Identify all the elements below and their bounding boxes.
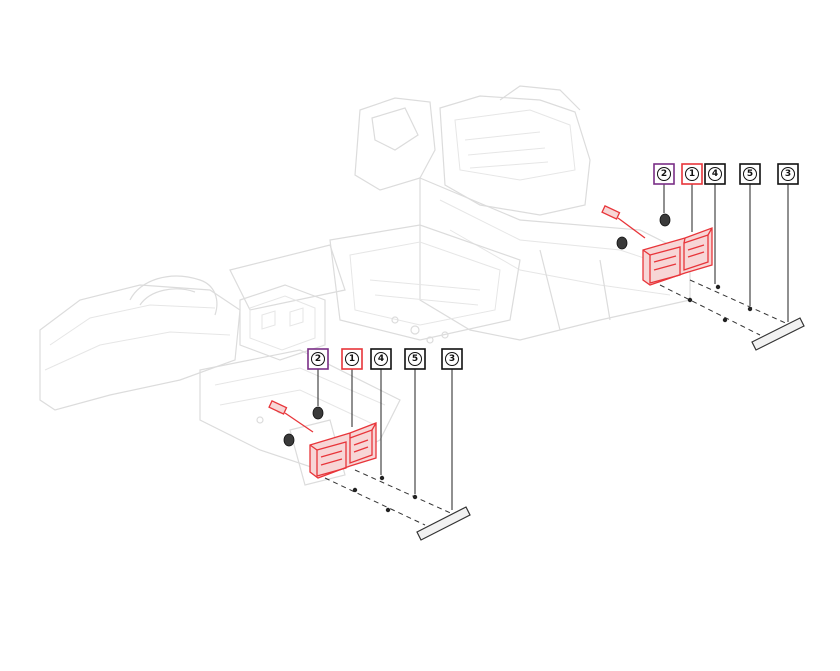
callout-left-4: 4 [370, 348, 392, 370]
right-screw-4-upper [715, 284, 721, 290]
callout-left-2: 2 [307, 348, 329, 370]
callout-right-3: 3 [777, 163, 799, 185]
right-reflector-plate [751, 317, 805, 351]
left-lamp-assembly [268, 369, 471, 541]
right-callouts: 2 1 4 5 3 [653, 163, 799, 185]
left-screw-4-lower [352, 487, 358, 493]
right-screw-4-lower [687, 297, 693, 303]
right-nut-lower [616, 236, 628, 250]
callout-right-1: 1 [681, 163, 703, 185]
left-callouts: 2 1 4 5 3 [307, 348, 463, 370]
callout-right-2: 2 [653, 163, 675, 185]
vehicle-chassis-ghost [39, 85, 691, 486]
svg-text:4: 4 [378, 354, 384, 364]
right-connector-pigtail [601, 205, 646, 239]
right-nut-upper [659, 213, 671, 227]
svg-text:2: 2 [315, 354, 321, 364]
left-tail-lamp [309, 422, 377, 479]
callout-left-1: 1 [341, 348, 363, 370]
left-nut-upper [312, 406, 324, 420]
callout-left-5: 5 [404, 348, 426, 370]
left-nut-lower [283, 433, 295, 447]
callout-right-4: 4 [704, 163, 726, 185]
svg-text:4: 4 [712, 169, 718, 179]
svg-text:1: 1 [689, 169, 695, 179]
svg-text:3: 3 [449, 354, 455, 364]
callout-left-3: 3 [441, 348, 463, 370]
left-washer-5-lower [385, 507, 391, 513]
callout-right-5: 5 [739, 163, 761, 185]
left-connector-pigtail [268, 400, 314, 433]
right-tail-lamp [642, 227, 713, 286]
right-lamp-assembly [601, 184, 805, 351]
svg-text:1: 1 [349, 354, 355, 364]
left-washer-5-upper [412, 494, 418, 500]
right-washer-5-lower [722, 317, 728, 323]
svg-text:2: 2 [661, 169, 667, 179]
left-reflector-plate [416, 506, 471, 541]
svg-text:3: 3 [785, 169, 791, 179]
right-washer-5-upper [747, 306, 753, 312]
svg-text:5: 5 [747, 169, 753, 179]
left-screw-4-upper [379, 475, 385, 481]
svg-text:5: 5 [412, 354, 418, 364]
